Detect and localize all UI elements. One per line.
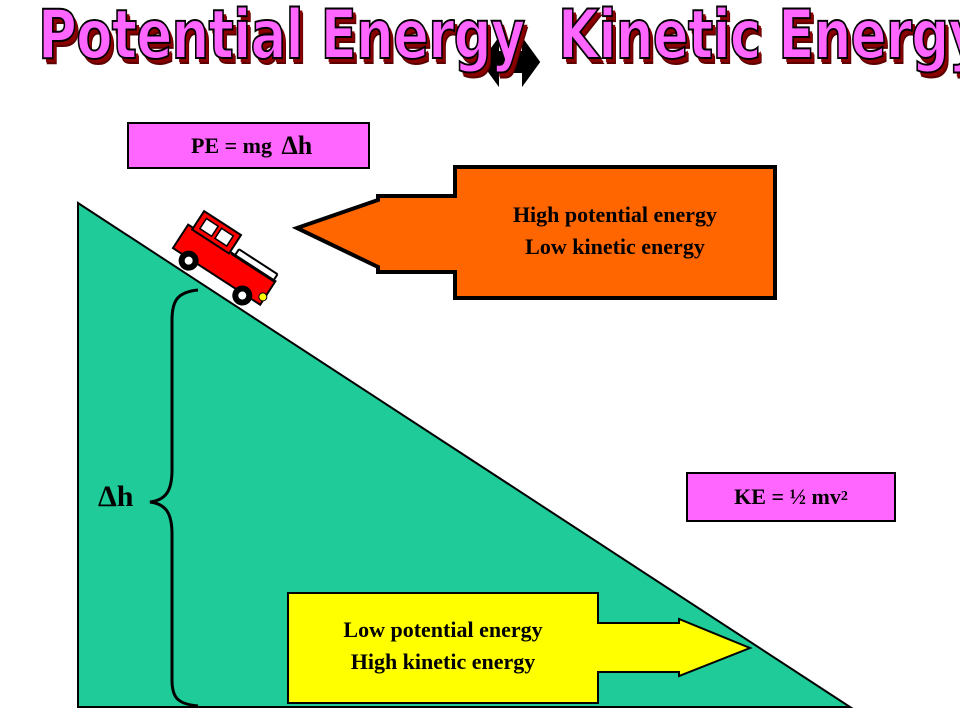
pe-formula-box: PE = mg Δh [127,122,370,169]
top-callout-text: High potential energy Low kinetic energy [455,199,775,263]
title-kinetic-energy: Kinetic Energy [557,0,960,75]
bottom-callout-line2: High kinetic energy [350,648,536,674]
hill-slope [77,201,854,708]
bottom-callout-line1: Low potential energy [343,617,543,642]
bottom-callout-arrow [287,592,753,704]
height-brace [149,288,199,708]
top-callout-line2: Low kinetic energy [525,233,705,259]
top-callout-line1: High potential energy [512,202,718,227]
delta-h-label: Δh [98,480,134,513]
car-icon [171,209,279,307]
bottom-callout-text: Low potential energy High kinetic energy [288,614,598,678]
top-callout-arrow [291,165,777,300]
pe-formula-text: PE = mg [191,132,278,158]
ke-formula-exponent: 2 [840,489,848,504]
double-arrow-icon [480,36,541,88]
pe-formula-delta: Δh [281,130,313,160]
title-potential-energy: Potential Energy [37,0,526,75]
ke-formula-text: KE = ½ mv [734,484,841,509]
